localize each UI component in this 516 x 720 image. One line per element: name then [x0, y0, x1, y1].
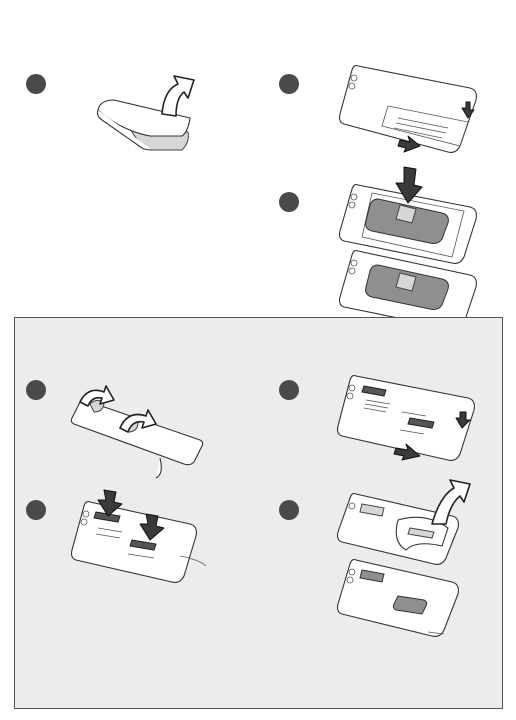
align-template-panel-illustration	[336, 368, 486, 468]
align-template-illustration	[338, 60, 488, 160]
remove-template-illustration	[336, 476, 486, 640]
phone-outline	[338, 376, 475, 461]
step-dot-7	[279, 500, 299, 520]
step-dot-3	[279, 192, 299, 212]
phone-outline	[340, 66, 477, 153]
curved-arrow-icon	[162, 76, 194, 116]
peel-tabs-illustration	[70, 382, 210, 482]
step-dot-5	[279, 380, 299, 400]
press-plate-illustration	[338, 165, 488, 335]
peel-backing-illustration	[90, 70, 210, 170]
press-plates-illustration	[70, 488, 220, 588]
step-dot-6	[26, 500, 46, 520]
step-dot-1	[26, 74, 46, 94]
step-dot-4	[26, 380, 46, 400]
step-dot-2	[279, 74, 299, 94]
